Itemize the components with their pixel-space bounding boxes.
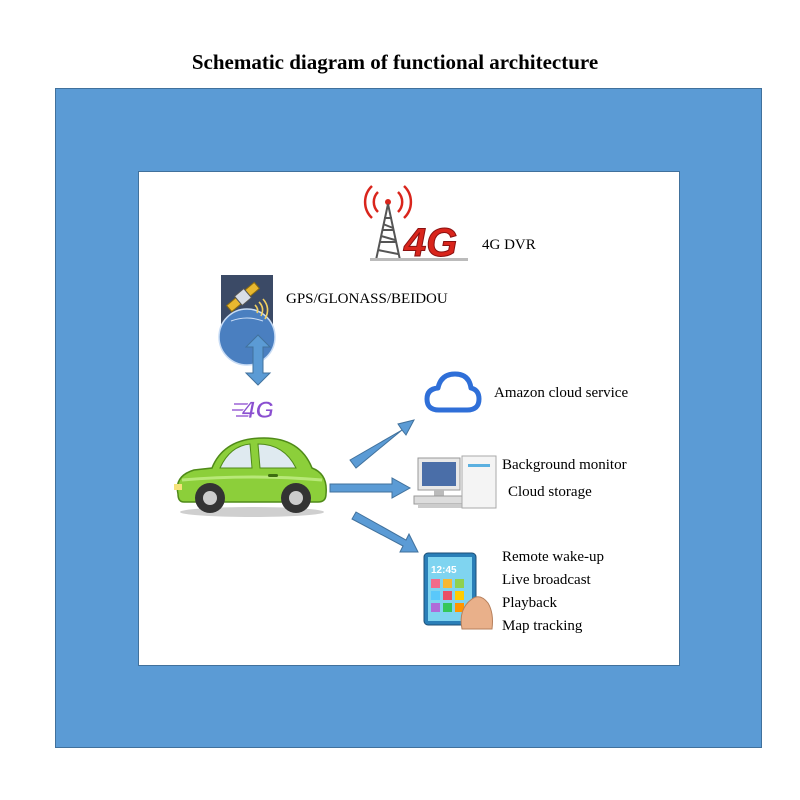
remote-wakeup-label: Remote wake-up [502, 549, 605, 565]
gps-satellite-icon [218, 275, 276, 366]
background-monitor-label: Background monitor [502, 457, 627, 473]
gps-link-double-arrow [244, 334, 272, 386]
cloud-storage-label: Cloud storage [508, 484, 592, 500]
inner-panel [138, 171, 680, 666]
cloud-icon [424, 371, 482, 413]
4g-tower-icon: 4G [363, 185, 468, 266]
car-icon [174, 437, 327, 517]
gps-label: GPS/GLONASS/BEIDOU [286, 291, 448, 307]
diagram-title: Schematic diagram of functional architec… [191, 50, 599, 74]
smartphone-icon: 12:45 [423, 552, 493, 630]
cloud-label: Amazon cloud service [494, 385, 629, 401]
dvr-label: 4G DVR [482, 237, 536, 253]
tower-badge-text: 4G [403, 221, 457, 265]
network-badge-text: 4G [241, 397, 274, 424]
live-broadcast-label: Live broadcast [502, 572, 591, 588]
map-tracking-label: Map tracking [502, 618, 583, 634]
computer-icon [413, 455, 497, 509]
phone-time: 12:45 [431, 565, 457, 576]
playback-label: Playback [502, 595, 557, 611]
4g-network-icon: 4G [232, 397, 274, 424]
